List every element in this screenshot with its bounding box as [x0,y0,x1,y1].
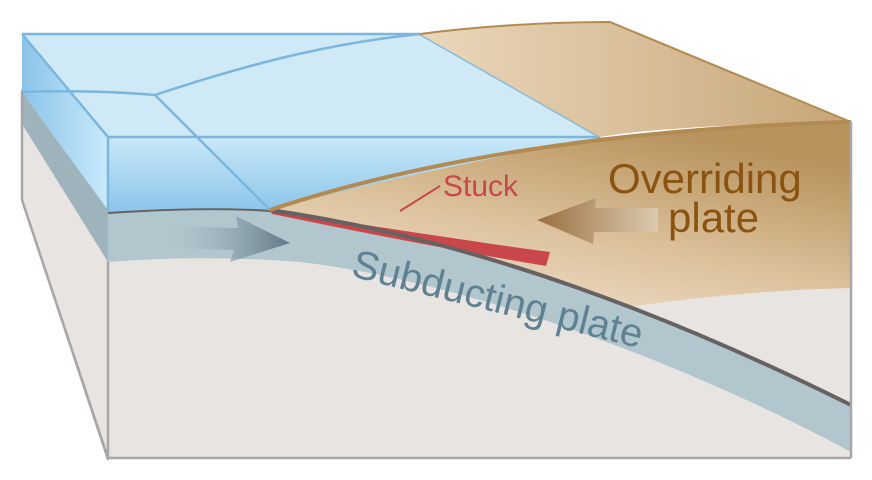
plate-interface-line [107,206,852,407]
slab-side-face [22,92,108,262]
overriding-label-line2: plate [668,194,759,241]
overriding-plate-front-edge [269,120,852,212]
block-border [20,92,853,460]
ocean-front-face [108,137,600,212]
overriding-label-line1: Overriding [608,155,802,202]
ocean-side-face [22,34,108,210]
overriding-plate-top-edge [419,20,852,123]
stuck-pointer-line [399,185,441,212]
ocean-edges [21,32,601,212]
stuck-label: Stuck [443,170,519,203]
overriding-arrow-icon [537,198,658,244]
overriding-plate-top [420,22,851,137]
ocean-top-face [22,34,600,137]
subducting-arrow-icon [168,216,290,262]
